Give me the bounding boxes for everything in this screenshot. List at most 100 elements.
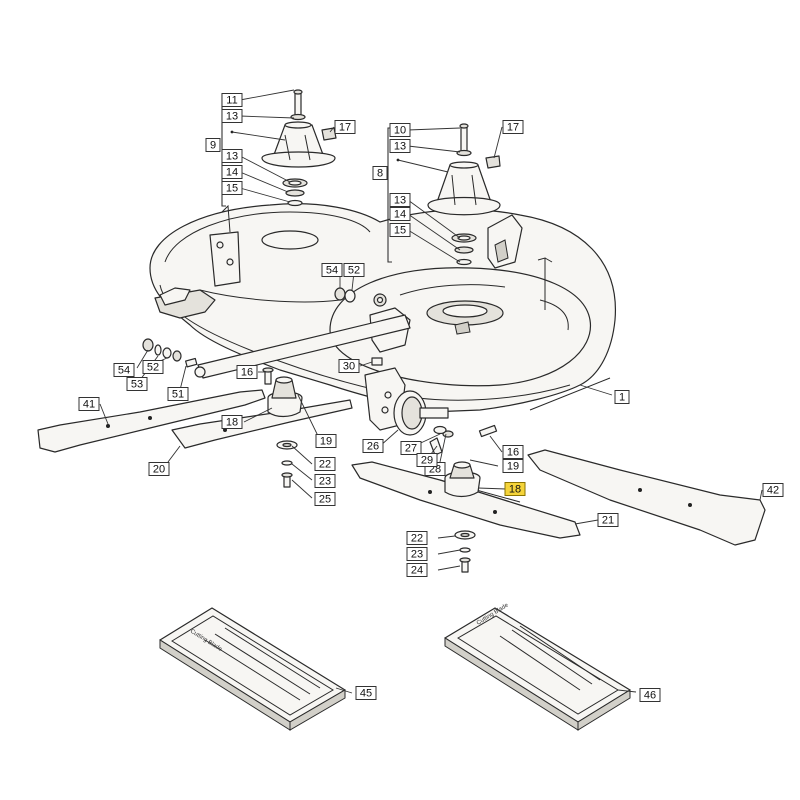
callout-26: 26 — [362, 439, 384, 453]
callout-box — [502, 459, 524, 473]
callout-number: 52 — [147, 362, 159, 374]
callout-9: 9 — [205, 138, 221, 152]
callout-box — [639, 688, 661, 702]
callout-box — [406, 531, 428, 545]
callout-10: 10 — [389, 123, 411, 137]
callout-box — [113, 363, 135, 377]
callout-number: 29 — [421, 455, 433, 467]
callout-box — [355, 686, 377, 700]
callout-number: 15 — [226, 183, 238, 195]
callout-number: 54 — [118, 365, 130, 377]
callout-23: 23 — [406, 547, 428, 561]
callout-box — [236, 365, 258, 379]
callout-box — [321, 263, 343, 277]
callout-box — [334, 120, 356, 134]
callout-box — [314, 474, 336, 488]
callout-box — [502, 445, 524, 459]
callout-box — [142, 360, 164, 374]
callout-box — [389, 223, 411, 237]
callout-number: 21 — [602, 515, 614, 527]
callout-number: 42 — [767, 485, 779, 497]
callout-number: 52 — [348, 265, 360, 277]
callout-number: 15 — [394, 225, 406, 237]
spindle-assembly-left — [261, 89, 337, 207]
callout-19: 19 — [315, 434, 337, 448]
callout-number: 20 — [153, 464, 165, 476]
callout-box — [314, 457, 336, 471]
callout-42: 42 — [762, 483, 784, 497]
callout-19: 19 — [502, 459, 524, 473]
callout-box — [502, 120, 524, 134]
callout-number: 13 — [394, 141, 406, 153]
callout-53: 53 — [126, 377, 148, 391]
callout-13: 13 — [221, 149, 243, 163]
callout-box — [343, 263, 365, 277]
callout-number: 26 — [367, 441, 379, 453]
callout-number: 22 — [319, 459, 331, 471]
callout-number: 16 — [241, 367, 253, 379]
callout-box — [221, 93, 243, 107]
callout-number: 14 — [394, 209, 406, 221]
blades — [37, 367, 766, 573]
callout-number: 19 — [507, 461, 519, 473]
callout-box — [389, 207, 411, 221]
callout-17: 17 — [334, 120, 356, 134]
callout-number: 22 — [411, 533, 423, 545]
callout-number: 13 — [226, 151, 238, 163]
callout-number: 45 — [360, 688, 372, 700]
callout-45: 45 — [355, 686, 377, 700]
callout-number: 11 — [226, 95, 237, 107]
callout-16: 16 — [502, 445, 524, 459]
callout-box — [148, 462, 170, 476]
callout-box — [167, 387, 189, 401]
callout-29: 29 — [416, 453, 438, 467]
callout-number: 13 — [226, 111, 238, 123]
callout-8: 8 — [372, 166, 388, 180]
callout-46: 46 — [639, 688, 661, 702]
callout-1: 1 — [614, 390, 630, 404]
blade-pack-left: Cutting Blade — [159, 607, 346, 731]
callout-box — [416, 453, 438, 467]
callout-box — [221, 415, 243, 429]
callout-number: 51 — [172, 389, 184, 401]
callout-number: 23 — [319, 476, 331, 488]
callout-number: 10 — [394, 125, 406, 137]
callout-14: 14 — [389, 207, 411, 221]
callout-24: 24 — [406, 563, 428, 577]
callout-box — [389, 123, 411, 137]
callout-52: 52 — [343, 263, 365, 277]
callout-box — [126, 377, 148, 391]
callout-number: 25 — [319, 494, 331, 506]
callout-box — [221, 181, 243, 195]
callout-11: 11 — [221, 93, 243, 107]
callout-box — [389, 139, 411, 153]
callout-number: 24 — [411, 565, 423, 577]
callout-54: 54 — [113, 363, 135, 377]
callout-23: 23 — [314, 474, 336, 488]
callout-box — [78, 397, 100, 411]
callout-number: 30 — [343, 361, 355, 373]
callout-box — [362, 439, 384, 453]
callout-number: 18 — [226, 417, 238, 429]
callout-box — [406, 547, 428, 561]
callout-15: 15 — [221, 181, 243, 195]
callout-number: 41 — [83, 399, 95, 411]
callout-number: 18 — [509, 484, 521, 496]
callout-54: 54 — [321, 263, 343, 277]
callout-41: 41 — [78, 397, 100, 411]
callout-15: 15 — [389, 223, 411, 237]
callout-box — [221, 109, 243, 123]
callout-number: 17 — [339, 122, 351, 134]
callout-number: 23 — [411, 549, 423, 561]
suspension-rod — [142, 287, 411, 379]
callout-number: 16 — [507, 447, 519, 459]
callout-number: 46 — [644, 690, 656, 702]
callout-number: 17 — [507, 122, 519, 134]
callout-30: 30 — [338, 359, 360, 373]
callout-box — [406, 563, 428, 577]
callout-13: 13 — [389, 193, 411, 207]
callout-52: 52 — [142, 360, 164, 374]
callout-number: 27 — [405, 443, 417, 455]
